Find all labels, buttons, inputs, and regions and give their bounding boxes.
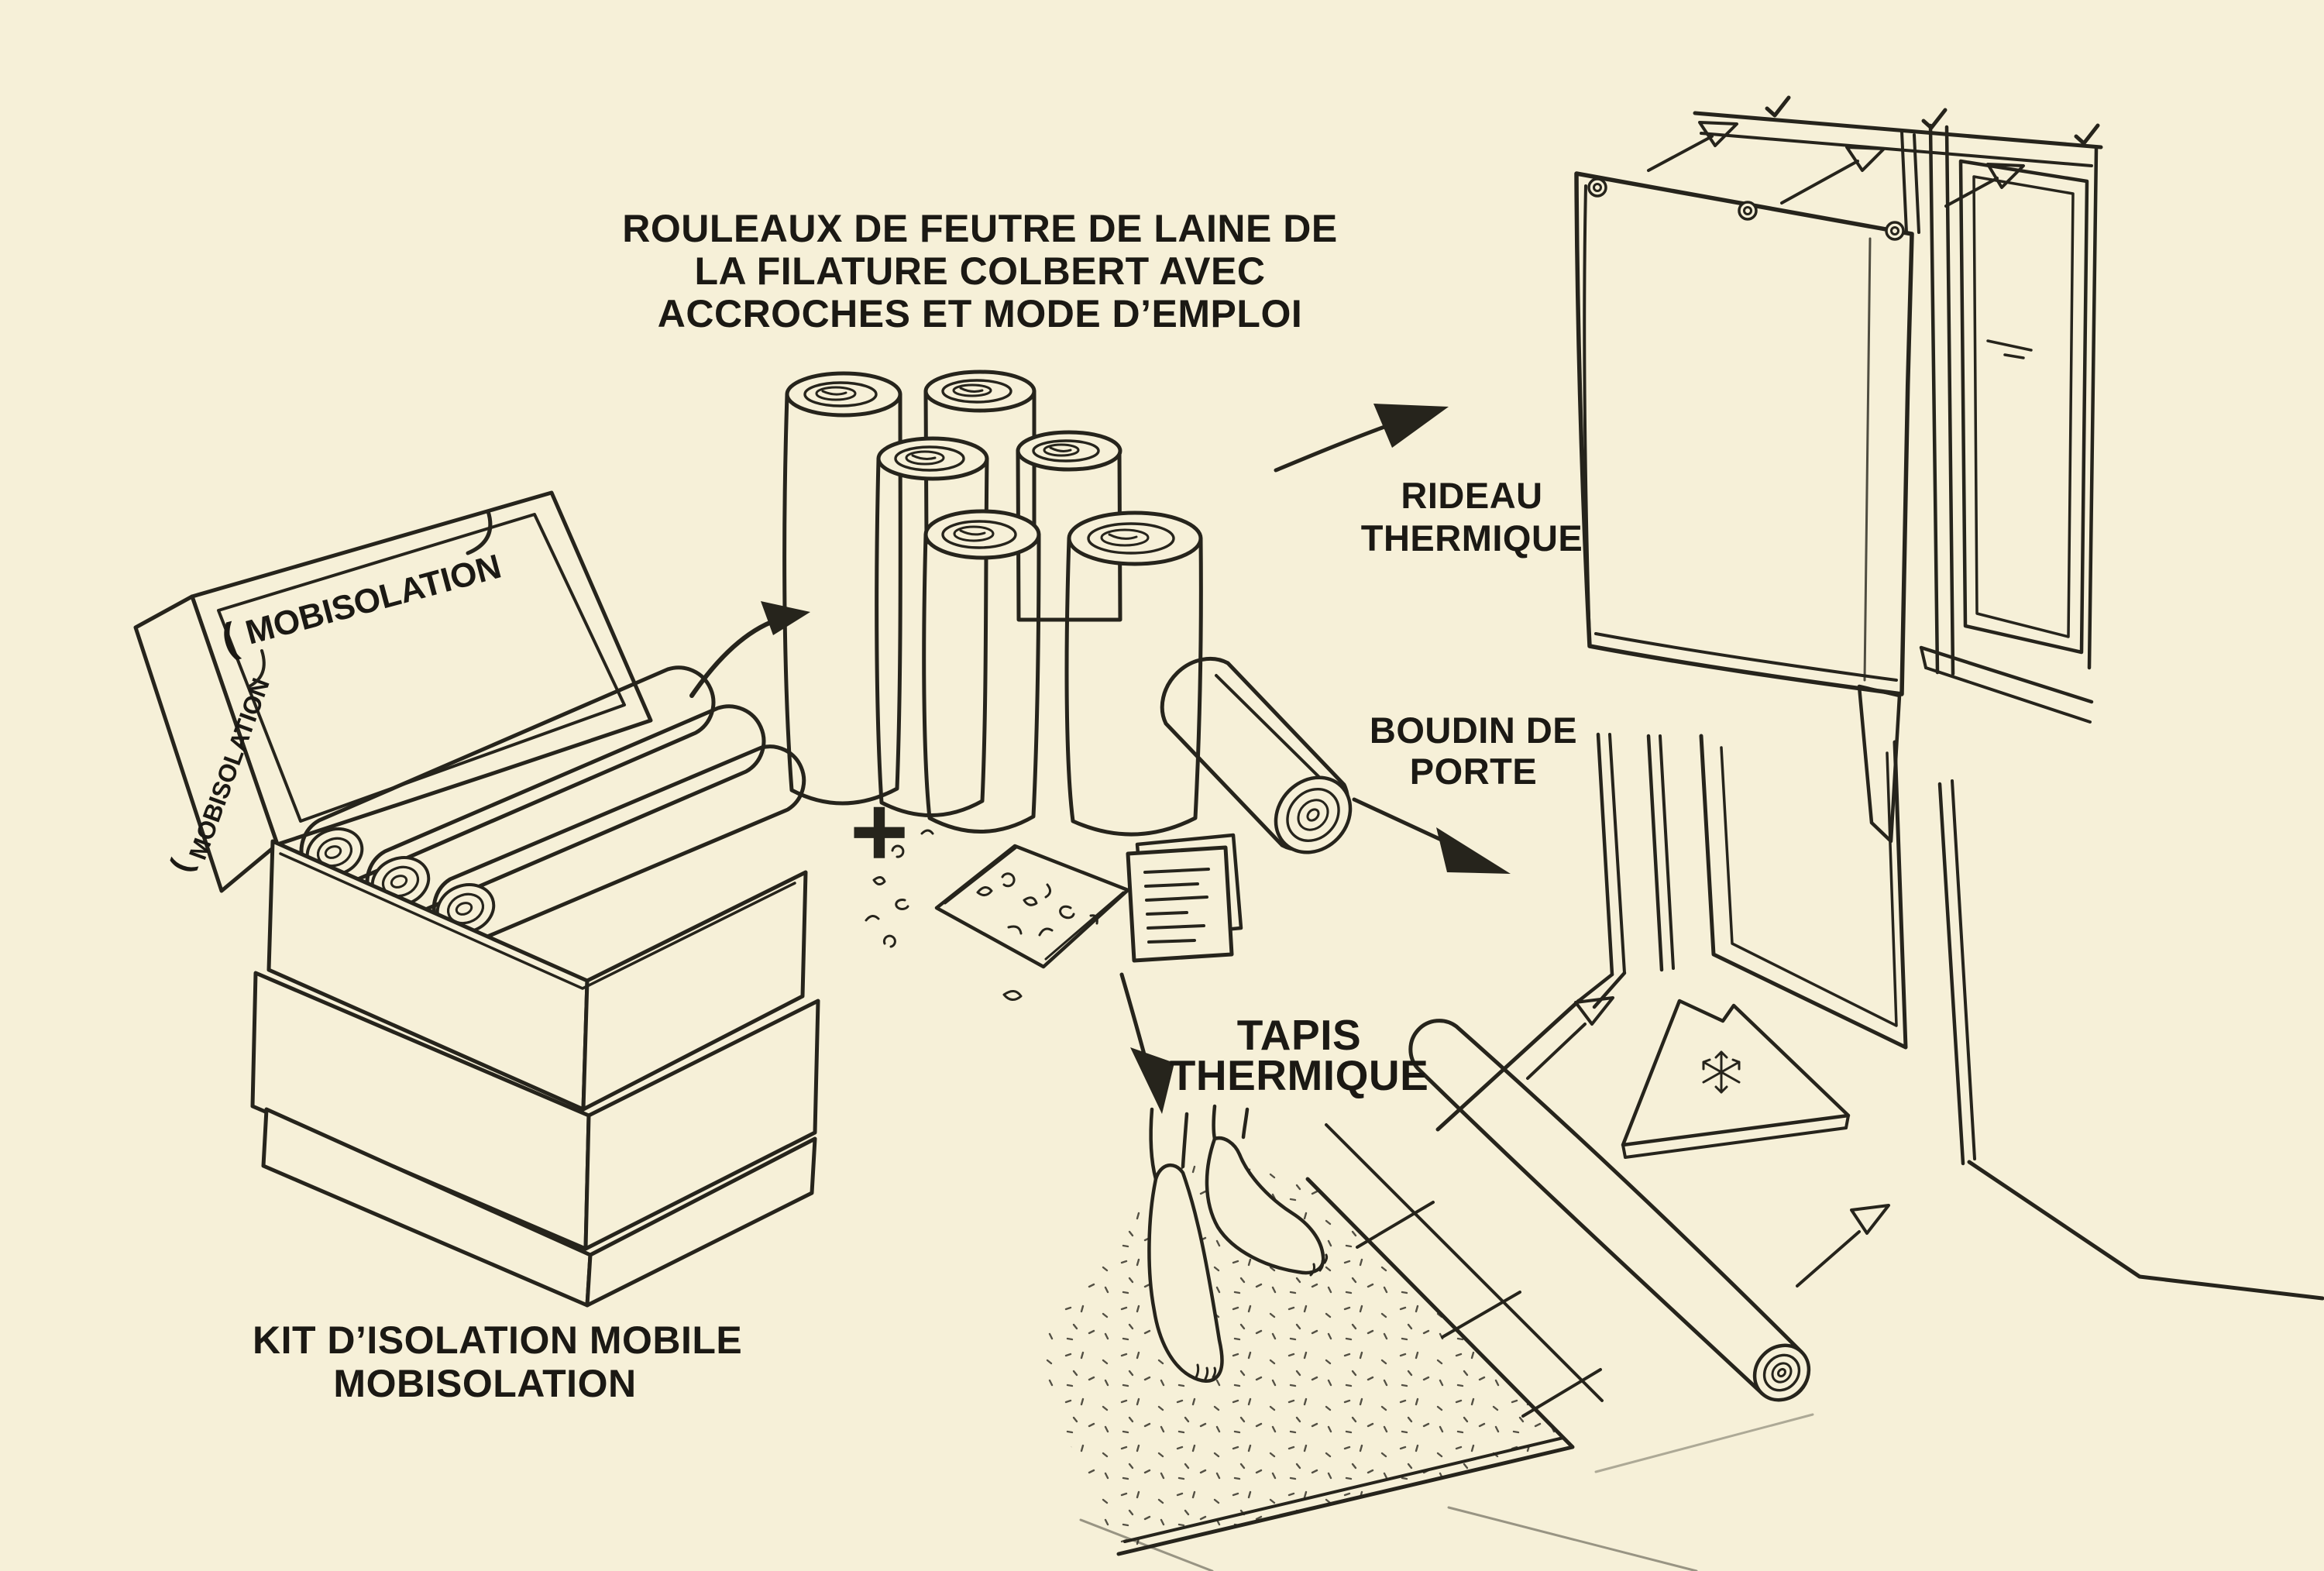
heat-outline-arrows bbox=[1647, 121, 2025, 208]
arrow-to-door bbox=[1352, 797, 1511, 874]
rolls-title-line: LA FILATURE COLBERT AVEC bbox=[694, 249, 1266, 293]
plus-icon: + bbox=[850, 775, 909, 888]
label-line: PORTE bbox=[1409, 751, 1538, 792]
label-line: THERMIQUE bbox=[1169, 1051, 1429, 1099]
door bbox=[1435, 732, 2324, 1301]
door-draft-boudin bbox=[1408, 1019, 1811, 1402]
felt-roll bbox=[922, 509, 1041, 834]
felt-roll bbox=[875, 436, 989, 817]
felt-roll bbox=[1016, 430, 1122, 622]
label-boudin-de-porte: BOUDIN DE PORTE bbox=[1318, 710, 1628, 792]
rolls-title-line: ACCROCHES ET MODE D’EMPLOI bbox=[657, 292, 1303, 335]
rolls-title: ROULEAUX DE FEUTRE DE LAINE DE LA FILATU… bbox=[604, 208, 1356, 335]
hook-scribbles bbox=[865, 829, 1098, 1001]
brand-swash-flap bbox=[248, 649, 266, 688]
label-line: RIDEAU bbox=[1401, 475, 1543, 516]
cold-draft-wedge bbox=[1621, 999, 1851, 1159]
label-line: TAPIS bbox=[1236, 1011, 1362, 1059]
arrow-to-mat bbox=[1119, 972, 1174, 1114]
sheet-ruled-lines bbox=[1143, 868, 1210, 944]
kit-box: ( MOBISOLATION ( MOBISOLATION bbox=[133, 490, 820, 1308]
label-line: THERMIQUE bbox=[1360, 517, 1583, 559]
kit-box-lid: ( MOBISOLATION ( MOBISOLATION bbox=[133, 490, 653, 893]
kit-caption-line: KIT D’ISOLATION MOBILE bbox=[253, 1318, 743, 1362]
instructions-sheet bbox=[1126, 833, 1243, 963]
rolls-title-line: ROULEAUX DE FEUTRE DE LAINE DE bbox=[622, 207, 1338, 250]
kit-caption-line: MOBISOLATION bbox=[333, 1362, 637, 1405]
arrow-to-curtain bbox=[1274, 404, 1449, 473]
hook-check-icons bbox=[1765, 95, 2100, 146]
glass-glare bbox=[1986, 339, 2033, 359]
felt-roll-lying bbox=[1160, 656, 1353, 854]
label-tapis-thermique: TAPIS THERMIQUE bbox=[1144, 1011, 1454, 1099]
felt-rolls-cluster bbox=[782, 370, 1353, 854]
bare-feet bbox=[1147, 1104, 1329, 1383]
hooks-bag bbox=[865, 829, 1130, 1001]
brand-swash-lid bbox=[466, 509, 493, 555]
grommet-icons bbox=[1587, 177, 1905, 241]
floor-tile-lines bbox=[1079, 1123, 1814, 1571]
kit-caption: KIT D’ISOLATION MOBILE MOBISOLATION bbox=[253, 1318, 743, 1405]
label-line: BOUDIN DE bbox=[1369, 710, 1578, 751]
window-frame bbox=[1647, 95, 2103, 724]
label-rideau-thermique: RIDEAU THERMIQUE bbox=[1317, 474, 1627, 559]
felt-roll bbox=[1064, 510, 1203, 837]
snowflake-icon bbox=[1702, 1050, 1741, 1094]
curtain-crease bbox=[1863, 237, 1872, 682]
door-outline-arrows bbox=[1526, 996, 1890, 1287]
kit-box-trays bbox=[250, 839, 820, 1308]
felt-roll bbox=[782, 371, 902, 806]
